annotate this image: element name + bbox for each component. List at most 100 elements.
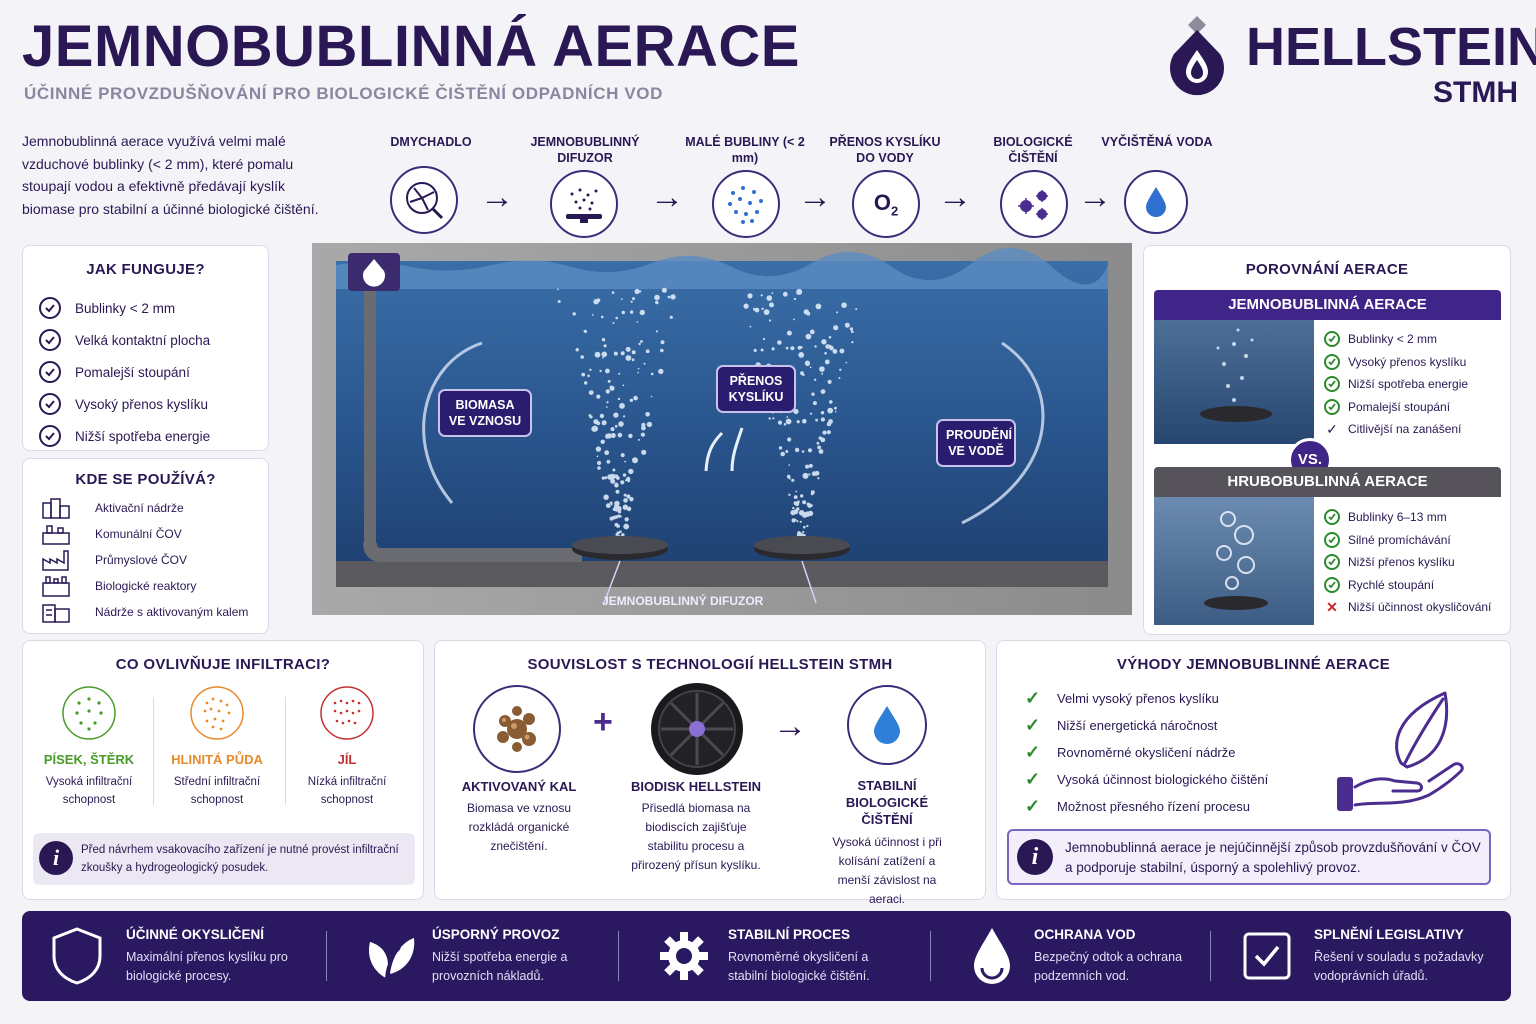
air-bubble bbox=[845, 361, 848, 364]
oxygen-icon: O2 bbox=[852, 170, 920, 238]
air-bubble bbox=[614, 424, 618, 428]
air-bubble bbox=[615, 489, 620, 494]
tank-icon bbox=[42, 604, 70, 623]
air-bubble bbox=[605, 389, 610, 394]
check-green-icon bbox=[1324, 331, 1340, 348]
air-bubble bbox=[817, 477, 820, 480]
air-bubble bbox=[828, 336, 832, 339]
air-bubble bbox=[802, 418, 807, 424]
coarse-item-label: Nižší účinnost okysličování bbox=[1348, 600, 1492, 615]
air-bubble bbox=[658, 368, 664, 375]
air-bubble bbox=[827, 379, 832, 384]
flow-arrow: → bbox=[798, 178, 832, 216]
air-bubble bbox=[825, 344, 830, 349]
bacteria-icon bbox=[1000, 170, 1068, 238]
air-bubble bbox=[794, 518, 797, 522]
air-bubble bbox=[620, 453, 625, 458]
check-circle-icon bbox=[39, 297, 61, 319]
air-bubble bbox=[617, 397, 621, 401]
air-bubble bbox=[819, 366, 825, 372]
check-mark-icon: ✓ bbox=[1025, 769, 1041, 789]
how-item-label: Velká kontaktní plocha bbox=[75, 332, 211, 348]
where-item-label: Aktivační nádrže bbox=[95, 501, 184, 515]
coarse-item: Rychlé stoupání bbox=[1324, 574, 1491, 597]
air-bubble bbox=[827, 407, 834, 414]
air-bubble bbox=[634, 288, 640, 295]
divider bbox=[326, 931, 327, 981]
air-bubble bbox=[809, 329, 815, 335]
tech-item-desc: Přisedlá biomasa na biodiscích zajišťuje… bbox=[631, 801, 761, 872]
air-bubble bbox=[587, 374, 590, 378]
banner-title: OCHRANA VOD bbox=[1034, 926, 1136, 942]
air-bubble bbox=[769, 302, 774, 308]
clay-icon bbox=[320, 686, 374, 740]
check-green-icon bbox=[1324, 576, 1340, 593]
air-bubble bbox=[766, 295, 773, 301]
shield-icon bbox=[52, 927, 102, 985]
air-bubble bbox=[814, 470, 820, 476]
air-bubble bbox=[836, 311, 839, 314]
air-bubble bbox=[645, 349, 650, 354]
air-bubble bbox=[629, 398, 634, 402]
air-bubble bbox=[760, 348, 764, 352]
banner-title: STABILNÍ PROCES bbox=[728, 926, 851, 942]
air-bubble bbox=[798, 510, 805, 516]
soil-name: HLINITÁ PŮDA bbox=[171, 752, 263, 767]
air-bubble bbox=[640, 432, 645, 437]
tech-item-name: STABILNÍ BIOLOGICKÉ ČIŠTĚNÍ bbox=[845, 778, 929, 827]
air-bubble bbox=[802, 472, 809, 479]
air-bubble bbox=[810, 490, 815, 495]
tech-arrow: → bbox=[773, 707, 807, 745]
air-bubble bbox=[591, 314, 594, 316]
air-bubble bbox=[597, 466, 601, 470]
air-bubble bbox=[613, 351, 618, 356]
air-bubble bbox=[626, 494, 631, 499]
air-bubble bbox=[782, 291, 788, 297]
fine-item: Nižší spotřeba energie bbox=[1324, 373, 1468, 396]
air-bubble bbox=[793, 509, 799, 515]
air-bubble bbox=[600, 315, 604, 319]
flow-arrow: → bbox=[650, 178, 684, 216]
air-bubble bbox=[611, 480, 615, 484]
air-bubble bbox=[851, 341, 854, 344]
air-bubble bbox=[802, 530, 805, 534]
fine-item-label: Bublinky < 2 mm bbox=[1348, 332, 1438, 347]
benefits-note: i Jemnobublinná aerace je nejúčinnější z… bbox=[1007, 829, 1491, 885]
air-bubble bbox=[609, 501, 613, 505]
coarse-item-label: Silné promíchávání bbox=[1348, 532, 1451, 547]
coarse-item: ✕Nižší účinnost okysličování bbox=[1324, 596, 1491, 619]
logo-drop-icon bbox=[1170, 16, 1224, 96]
air-bubble bbox=[816, 441, 820, 445]
bubbles-icon bbox=[712, 170, 780, 238]
where-item-label: Komunální ČOV bbox=[95, 527, 182, 541]
air-bubble bbox=[639, 290, 642, 293]
oxygen-subscript: 2 bbox=[890, 203, 899, 219]
air-bubble bbox=[753, 348, 757, 352]
air-bubble bbox=[557, 300, 561, 303]
soil-desc: Střední infiltrační schopnost bbox=[173, 776, 261, 806]
air-bubble bbox=[786, 330, 792, 336]
air-bubble bbox=[606, 401, 609, 404]
soil-name: PÍSEK, ŠTĚRK bbox=[43, 752, 135, 767]
where-item-label: Biologické reaktory bbox=[95, 579, 197, 593]
air-bubble bbox=[591, 426, 598, 432]
air-bubble bbox=[839, 348, 845, 354]
air-bubble bbox=[633, 395, 638, 401]
aeration-tank: BIOMASA VE VZNOSU PŘENOS KYSLÍKU PROUDĚN… bbox=[312, 243, 1132, 615]
air-bubble bbox=[778, 446, 783, 450]
infiltration-note: i Před návrhem vsakovacího zařízení je n… bbox=[33, 833, 415, 885]
air-bubble bbox=[604, 450, 610, 456]
air-bubble bbox=[622, 473, 627, 477]
air-bubble bbox=[620, 298, 623, 300]
coarse-item-label: Bublinky 6–13 mm bbox=[1348, 510, 1447, 525]
check-green-icon bbox=[1324, 509, 1340, 526]
check-circle-icon bbox=[39, 425, 61, 447]
air-bubble bbox=[762, 337, 766, 341]
benefit-item: ✓Velmi vysoký přenos kyslíku bbox=[1025, 685, 1268, 712]
air-bubble bbox=[851, 330, 854, 333]
air-bubble bbox=[747, 293, 753, 299]
infiltration-title: CO OVLIVŇUJE INFILTRACI? bbox=[115, 656, 331, 673]
air-bubble bbox=[808, 473, 811, 476]
